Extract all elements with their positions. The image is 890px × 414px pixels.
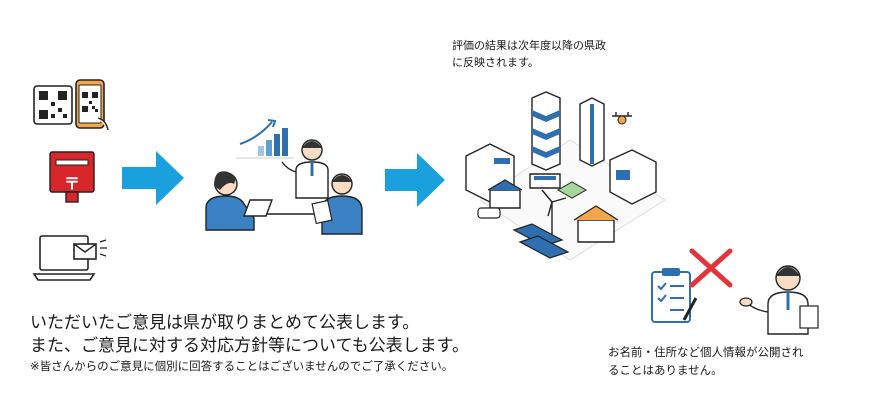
checklist-icon <box>651 268 698 323</box>
post-mark: 〒 <box>63 174 80 193</box>
arrow-right-icon <box>385 153 445 207</box>
privacy-note-line1: お名前・住所など個人情報が公開され <box>608 345 804 359</box>
qr-smartphone-icon <box>33 79 109 131</box>
city-illustration <box>465 91 666 261</box>
laptop-mail-icon <box>32 235 107 281</box>
main-text-note: ※皆さんからのご意見に個別に回答することはございませんのでご了承ください。 <box>30 359 454 373</box>
result-note-line1: 評価の結果は次年度以降の県政 <box>452 39 606 52</box>
growth-chart-icon <box>236 119 294 159</box>
cross-mark-icon <box>689 248 733 288</box>
privacy-note-line2: ることはありません。 <box>608 363 723 377</box>
main-text-line2: また、ご意見に対する対応方針等についても公表します。 <box>30 336 469 356</box>
result-note-line2: に反映されます。 <box>452 56 539 69</box>
arrow-right-icon <box>122 151 184 205</box>
meeting-illustration <box>205 119 363 235</box>
main-text-line1: いただいたご意見は県が取りまとめて公表します。 <box>30 313 420 333</box>
post-box-icon <box>49 151 95 203</box>
presenter-man-icon <box>739 265 819 335</box>
